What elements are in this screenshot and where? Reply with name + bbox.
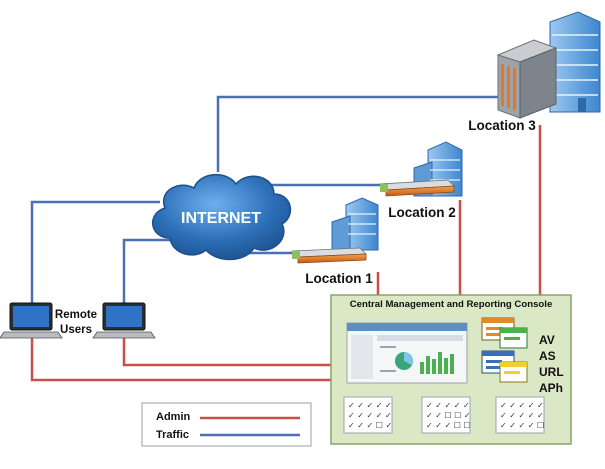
cloud-icon: INTERNET [151,174,292,261]
service-window-icon [481,350,528,383]
laptop-icon [92,302,156,339]
remote-users-label-line1: Remote [55,309,97,321]
dashboard-screenshot-icon [346,322,468,384]
service-av: AV [539,333,555,347]
admin-line-remote2 [122,338,332,367]
location1-label: Location 1 [305,271,373,286]
server-rack-icon [496,39,558,119]
svg-text:✓ ✓ ✓ ✓ ✓: ✓ ✓ ✓ ✓ ✓ [348,401,392,410]
console-title: Central Management and Reporting Console [350,299,553,310]
checklist-icon: ✓ ✓ ✓ ✓ ✓ ✓ ✓ ✓ ✓ ✓ ✓ ✓ ✓ ✓ ☐ [495,396,545,434]
service-url: URL [539,365,564,379]
checklist-icon: ✓ ✓ ✓ ✓ ✓ ✓ ✓ ☐ ☐ ✓ ✓ ✓ ✓ ☐ ☐ [421,396,471,434]
admin-lines [30,125,542,382]
svg-text:✓ ✓ ✓ ☐ ✓: ✓ ✓ ✓ ☐ ✓ [348,421,392,430]
cloud-label: INTERNET [181,210,261,227]
checklist-icon: ✓ ✓ ✓ ✓ ✓ ✓ ✓ ✓ ✓ ✓ ✓ ✓ ✓ ☐ ✓ [343,396,393,434]
svg-text:✓ ✓ ✓ ✓ ✓: ✓ ✓ ✓ ✓ ✓ [426,401,470,410]
svg-text:✓ ✓ ✓ ☐ ☐: ✓ ✓ ✓ ☐ ☐ [426,421,471,430]
svg-text:✓ ✓ ☐ ☐ ✓: ✓ ✓ ☐ ☐ ✓ [426,411,471,420]
legend-traffic-label: Traffic [156,429,189,441]
admin-line-remote1 [30,338,332,382]
building-icon [549,11,601,113]
legend-admin-label: Admin [156,411,191,423]
svg-text:✓ ✓ ✓ ✓ ✓: ✓ ✓ ✓ ✓ ✓ [500,411,544,420]
firewall-appliance-icon [379,179,455,197]
traffic-line-location3 [216,95,500,172]
svg-text:✓ ✓ ✓ ✓ ✓: ✓ ✓ ✓ ✓ ✓ [500,401,544,410]
laptop-icon [0,302,63,339]
legend: Admin Traffic [141,402,312,447]
remote-users-label-line2: Users [60,324,92,336]
building-icon [331,197,379,251]
location3-label: Location 3 [468,118,536,133]
traffic-line-remote1 [30,200,160,303]
service-as: AS [539,349,556,363]
svg-text:✓ ✓ ✓ ✓ ✓: ✓ ✓ ✓ ✓ ✓ [348,411,392,420]
firewall-appliance-icon [291,247,367,264]
svg-text:✓ ✓ ✓ ✓ ☐: ✓ ✓ ✓ ✓ ☐ [500,421,544,430]
location2-label: Location 2 [388,205,456,220]
service-aph: APh [539,381,563,395]
traffic-line-remote2 [122,238,180,303]
management-console: Central Management and Reporting Console [330,294,572,445]
service-window-icon [481,317,528,349]
